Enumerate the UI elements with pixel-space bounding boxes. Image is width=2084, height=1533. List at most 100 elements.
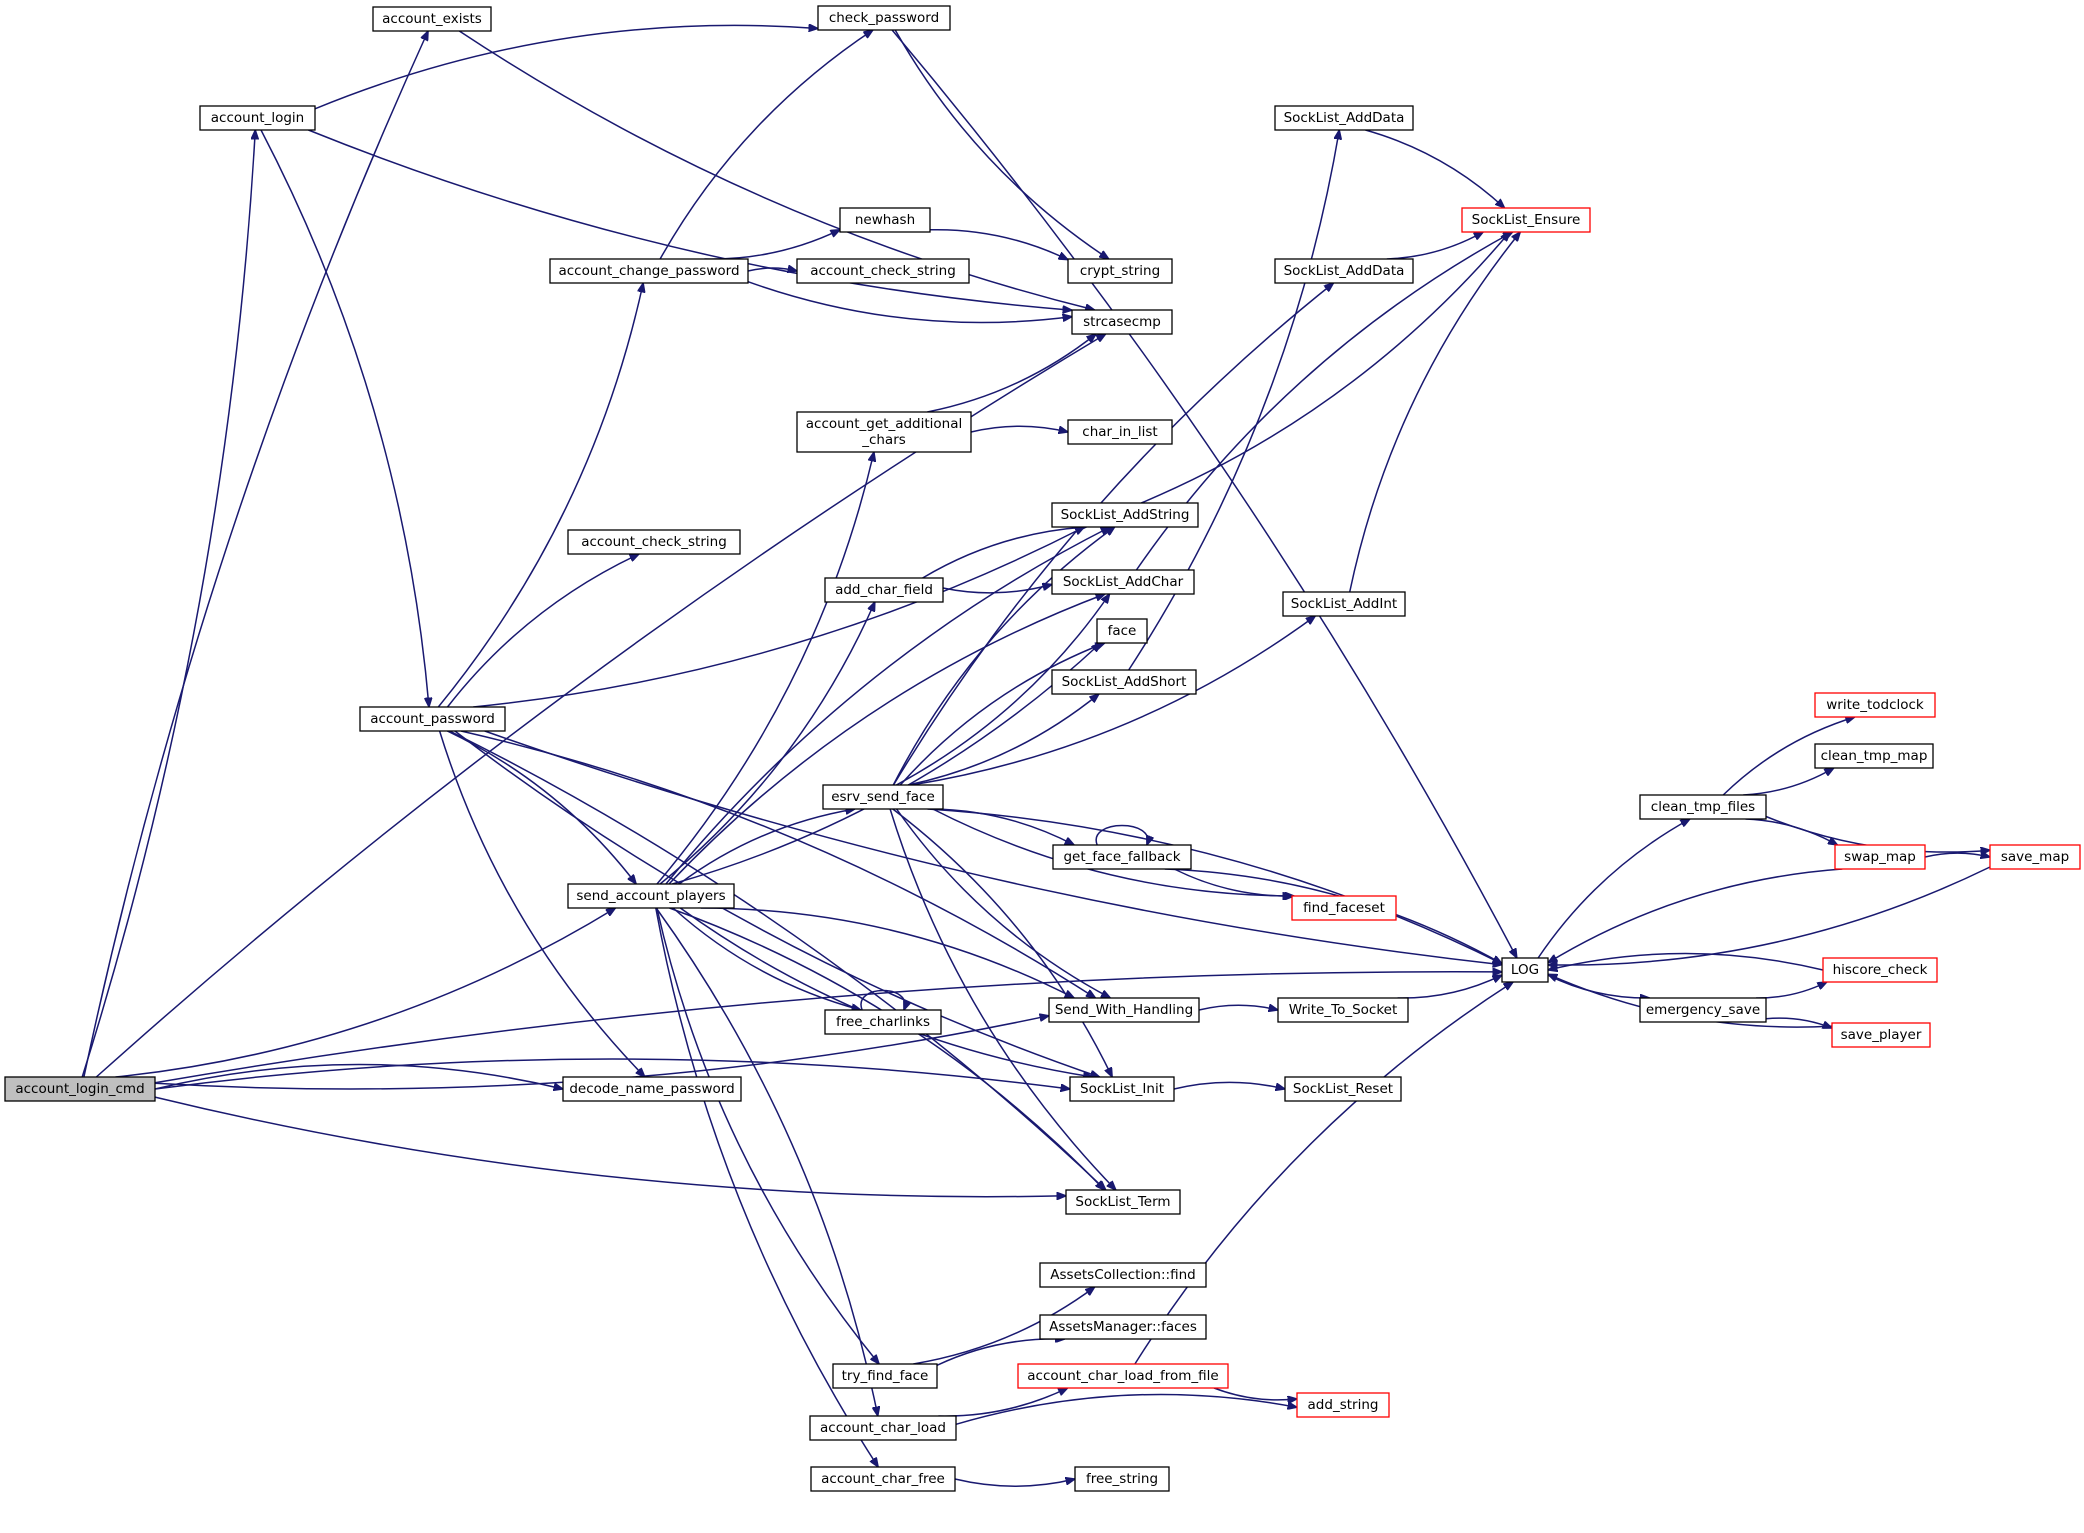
node-box[interactable]	[549, 258, 749, 284]
node-account_change_password[interactable]: account_change_password	[549, 258, 749, 284]
node-box[interactable]	[1822, 957, 1938, 983]
node-strcasecmp[interactable]: strcasecmp	[1071, 309, 1173, 335]
node-Send_With_Handling[interactable]: Send_With_Handling	[1048, 997, 1200, 1023]
node-newhash[interactable]: newhash	[839, 207, 931, 233]
node-box[interactable]	[1814, 692, 1936, 718]
node-face[interactable]: face	[1096, 618, 1148, 644]
node-box[interactable]	[1274, 105, 1414, 131]
node-box[interactable]	[1069, 1076, 1175, 1102]
node-SockList_AddChar[interactable]: SockList_AddChar	[1051, 569, 1195, 595]
node-box[interactable]	[1051, 569, 1195, 595]
node-decode_name_password[interactable]: decode_name_password	[562, 1076, 742, 1102]
node-SockList_AddString[interactable]: SockList_AddString	[1051, 502, 1199, 528]
node-box[interactable]	[4, 1076, 156, 1102]
node-clean_tmp_map[interactable]: clean_tmp_map	[1814, 743, 1934, 769]
node-get_face_fallback[interactable]: get_face_fallback	[1052, 844, 1192, 870]
node-box[interactable]	[809, 1415, 957, 1441]
node-box[interactable]	[824, 1009, 942, 1035]
node-box[interactable]	[1067, 419, 1173, 445]
node-box[interactable]	[1067, 258, 1173, 284]
node-emergency_save[interactable]: emergency_save	[1639, 997, 1767, 1023]
node-account_exists[interactable]: account_exists	[372, 6, 492, 32]
node-box[interactable]	[1096, 618, 1148, 644]
node-box[interactable]	[1074, 1466, 1170, 1492]
node-SockList_Ensure[interactable]: SockList_Ensure	[1461, 207, 1591, 233]
node-box[interactable]	[372, 6, 492, 32]
node-box[interactable]	[1834, 844, 1926, 870]
node-SockList_Init[interactable]: SockList_Init	[1069, 1076, 1175, 1102]
node-char_in_list[interactable]: char_in_list	[1067, 419, 1173, 445]
node-hiscore_check[interactable]: hiscore_check	[1822, 957, 1938, 983]
node-clean_tmp_files[interactable]: clean_tmp_files	[1639, 794, 1767, 820]
node-free_string[interactable]: free_string	[1074, 1466, 1170, 1492]
node-box[interactable]	[1277, 997, 1409, 1023]
node-AssetsCollection_find[interactable]: AssetsCollection::find	[1039, 1262, 1207, 1288]
node-account_char_load[interactable]: account_char_load	[809, 1415, 957, 1441]
node-box[interactable]	[1274, 258, 1414, 284]
node-box[interactable]	[1989, 844, 2081, 870]
node-box[interactable]	[817, 5, 951, 31]
node-box[interactable]	[359, 706, 506, 732]
node-swap_map[interactable]: swap_map	[1834, 844, 1926, 870]
node-box[interactable]	[1639, 997, 1767, 1023]
node-box[interactable]	[567, 883, 735, 909]
node-esrv_send_face[interactable]: esrv_send_face	[822, 784, 944, 810]
node-box[interactable]	[822, 784, 944, 810]
node-box[interactable]	[1071, 309, 1173, 335]
node-account_char_load_from_file[interactable]: account_char_load_from_file	[1017, 1363, 1229, 1389]
node-Write_To_Socket[interactable]: Write_To_Socket	[1277, 997, 1409, 1023]
node-box[interactable]	[1017, 1363, 1229, 1389]
node-box[interactable]	[199, 105, 316, 131]
node-SockList_AddData_b[interactable]: SockList_AddData	[1274, 258, 1414, 284]
node-SockList_Reset[interactable]: SockList_Reset	[1284, 1076, 1402, 1102]
node-SockList_Term[interactable]: SockList_Term	[1065, 1189, 1181, 1215]
node-box[interactable]	[1291, 895, 1397, 921]
node-box[interactable]	[796, 411, 972, 453]
node-box[interactable]	[1039, 1314, 1207, 1340]
node-save_player[interactable]: save_player	[1831, 1022, 1931, 1048]
node-crypt_string[interactable]: crypt_string	[1067, 258, 1173, 284]
node-find_faceset[interactable]: find_faceset	[1291, 895, 1397, 921]
node-box[interactable]	[1296, 1392, 1390, 1418]
node-add_string[interactable]: add_string	[1296, 1392, 1390, 1418]
node-check_password[interactable]: check_password	[817, 5, 951, 31]
node-account_char_free[interactable]: account_char_free	[810, 1466, 956, 1492]
node-box[interactable]	[1501, 957, 1549, 983]
node-box[interactable]	[824, 577, 944, 603]
node-box[interactable]	[1039, 1262, 1207, 1288]
node-account_password[interactable]: account_password	[359, 706, 506, 732]
node-box[interactable]	[1282, 591, 1406, 617]
node-box[interactable]	[567, 529, 741, 555]
node-try_find_face[interactable]: try_find_face	[832, 1363, 938, 1389]
node-box[interactable]	[1831, 1022, 1931, 1048]
node-account_get_additional_chars[interactable]: account_get_additional_chars	[796, 411, 972, 453]
node-box[interactable]	[832, 1363, 938, 1389]
node-account_check_string_b[interactable]: account_check_string	[567, 529, 741, 555]
node-free_charlinks[interactable]: free_charlinks	[824, 1009, 942, 1035]
node-send_account_players[interactable]: send_account_players	[567, 883, 735, 909]
node-box[interactable]	[1051, 669, 1197, 695]
node-SockList_AddShort[interactable]: SockList_AddShort	[1051, 669, 1197, 695]
node-LOG[interactable]: LOG	[1501, 957, 1549, 983]
node-SockList_AddData_a[interactable]: SockList_AddData	[1274, 105, 1414, 131]
node-box[interactable]	[1048, 997, 1200, 1023]
node-box[interactable]	[1639, 794, 1767, 820]
node-account_login_cmd[interactable]: account_login_cmd	[4, 1076, 156, 1102]
node-box[interactable]	[1051, 502, 1199, 528]
node-box[interactable]	[1065, 1189, 1181, 1215]
node-box[interactable]	[1814, 743, 1934, 769]
node-box[interactable]	[1461, 207, 1591, 233]
node-box[interactable]	[810, 1466, 956, 1492]
node-box[interactable]	[562, 1076, 742, 1102]
node-box[interactable]	[839, 207, 931, 233]
node-AssetsManager_faces[interactable]: AssetsManager::faces	[1039, 1314, 1207, 1340]
node-write_todclock[interactable]: write_todclock	[1814, 692, 1936, 718]
node-account_check_string_a[interactable]: account_check_string	[796, 258, 970, 284]
node-SockList_AddInt[interactable]: SockList_AddInt	[1282, 591, 1406, 617]
node-box[interactable]	[1052, 844, 1192, 870]
node-add_char_field[interactable]: add_char_field	[824, 577, 944, 603]
node-box[interactable]	[796, 258, 970, 284]
node-save_map[interactable]: save_map	[1989, 844, 2081, 870]
node-account_login[interactable]: account_login	[199, 105, 316, 131]
node-box[interactable]	[1284, 1076, 1402, 1102]
